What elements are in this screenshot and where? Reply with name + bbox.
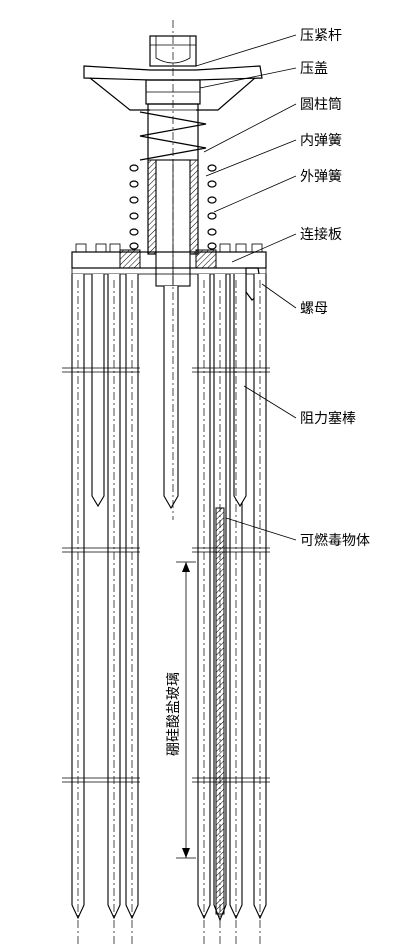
break-lines	[62, 367, 270, 783]
compression-rod	[83, 65, 263, 111]
label-borosilicate-glass: 硼硅酸盐玻璃	[165, 672, 182, 756]
label-resistance-plug-rod: 阻力塞棒	[300, 410, 356, 427]
inner-spring	[139, 111, 207, 161]
outer-spring	[129, 164, 217, 250]
label-inner-spring: 内弹簧	[300, 133, 342, 149]
center-lines	[77, 20, 261, 946]
label-connecting-plate: 连接板	[300, 226, 342, 243]
cylinder	[147, 103, 199, 287]
label-nut: 螺母	[300, 301, 328, 317]
glass-length-dimension	[176, 561, 196, 859]
label-compression-rod: 压紧杆	[300, 28, 342, 44]
label-cylinder: 圆柱筒	[300, 96, 342, 113]
label-outer-spring: 外弹簧	[300, 169, 342, 185]
connecting-plate	[71, 243, 267, 275]
leader-lines	[195, 34, 297, 541]
label-burnable-poison: 可燃毒物体	[300, 532, 370, 549]
rods	[71, 274, 267, 922]
label-cap: 压盖	[300, 61, 328, 77]
